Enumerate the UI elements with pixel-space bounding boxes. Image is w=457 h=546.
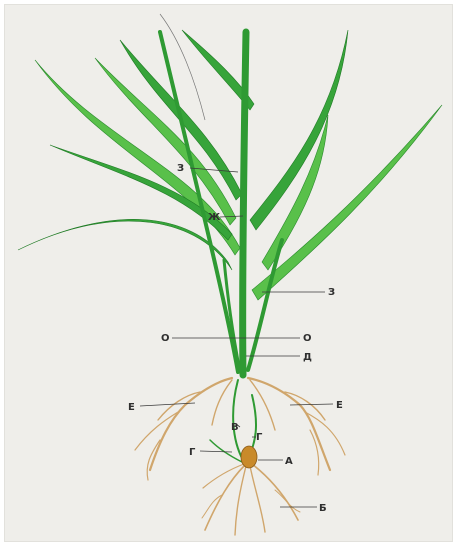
- label-g-right: Г: [256, 432, 263, 443]
- label-z-right: З: [328, 287, 335, 298]
- label-d: Д: [303, 352, 312, 363]
- seminal-roots: [202, 464, 300, 535]
- label-e-right: Е: [336, 400, 343, 411]
- label-b: Б: [319, 503, 327, 514]
- label-o-right: О: [303, 333, 312, 344]
- label-e-left: Е: [128, 402, 135, 413]
- label-a: А: [285, 456, 293, 467]
- label-v: В: [231, 422, 239, 433]
- label-z-upper: З: [177, 163, 184, 174]
- seed: [241, 446, 257, 468]
- label-g-left: Г: [189, 447, 196, 458]
- adventitious-roots: [135, 378, 345, 480]
- label-zh: Ж: [208, 212, 221, 223]
- leaves: [18, 30, 442, 300]
- label-o-left: О: [161, 333, 170, 344]
